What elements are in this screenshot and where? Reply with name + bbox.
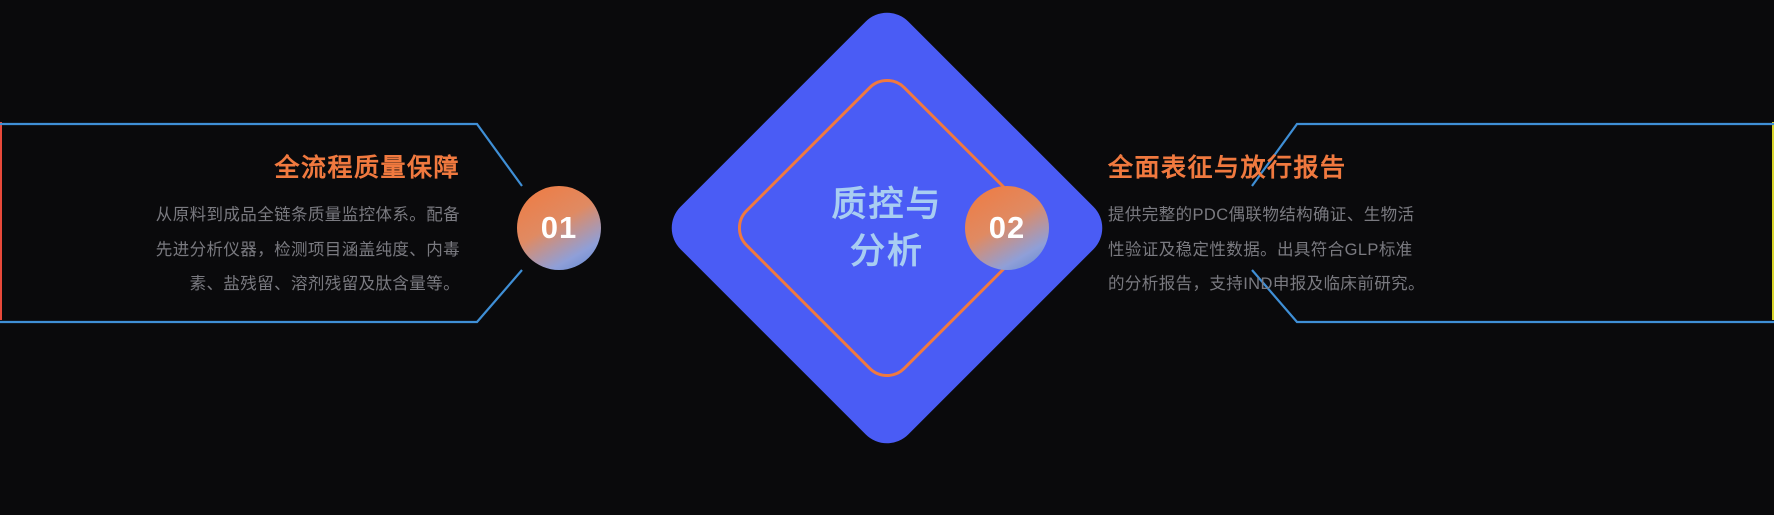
page-frame-rule-left: [0, 122, 2, 320]
panel-item-02-body-line-1: 提供完整的PDC偶联物结构确证、生物活: [1108, 206, 1415, 224]
page-frame-rule-right: [1772, 122, 1774, 320]
center-label-line-2: 分析: [849, 232, 924, 271]
center-label-line-1: 质控与: [831, 184, 943, 224]
panel-item-02-title: 全面表征与放行报告: [1108, 154, 1347, 182]
center-diamond: 质控与 分析: [659, 0, 1115, 456]
panel-item-02: 全面表征与放行报告 提供完整的PDC偶联物结构确证、生物活 性验证及稳定性数据。…: [1108, 148, 1528, 302]
panel-item-02-body: 提供完整的PDC偶联物结构确证、生物活 性验证及稳定性数据。出具符合GLP标准 …: [1108, 198, 1528, 302]
panel-item-01-body-line-2: 先进分析仪器，检测项目涵盖纯度、内毒: [155, 240, 460, 259]
panel-item-01-title: 全流程质量保障: [274, 154, 460, 182]
center-diamond-label: 质控与 分析: [726, 67, 1048, 389]
step-badge-01[interactable]: 01: [517, 186, 601, 270]
panel-item-01-body-line-1: 从原料到成品全链条质量监控体系。配备: [155, 206, 460, 224]
panel-item-01-body-line-3: 素、盐残留、溶剂残留及肽含量等。: [189, 275, 460, 294]
panel-item-02-body-line-3: 的分析报告，支持IND申报及临床前研究。: [1108, 275, 1425, 294]
step-badge-02[interactable]: 02: [965, 186, 1049, 270]
panel-item-01: 全流程质量保障 从原料到成品全链条质量监控体系。配备 先进分析仪器，检测项目涵盖…: [40, 148, 460, 302]
panel-item-02-body-line-2: 性验证及稳定性数据。出具符合GLP标准: [1108, 240, 1413, 259]
step-badge-01-number: 01: [540, 210, 578, 245]
panel-item-01-body: 从原料到成品全链条质量监控体系。配备 先进分析仪器，检测项目涵盖纯度、内毒 素、…: [40, 198, 460, 302]
step-badge-02-number: 02: [988, 210, 1026, 245]
